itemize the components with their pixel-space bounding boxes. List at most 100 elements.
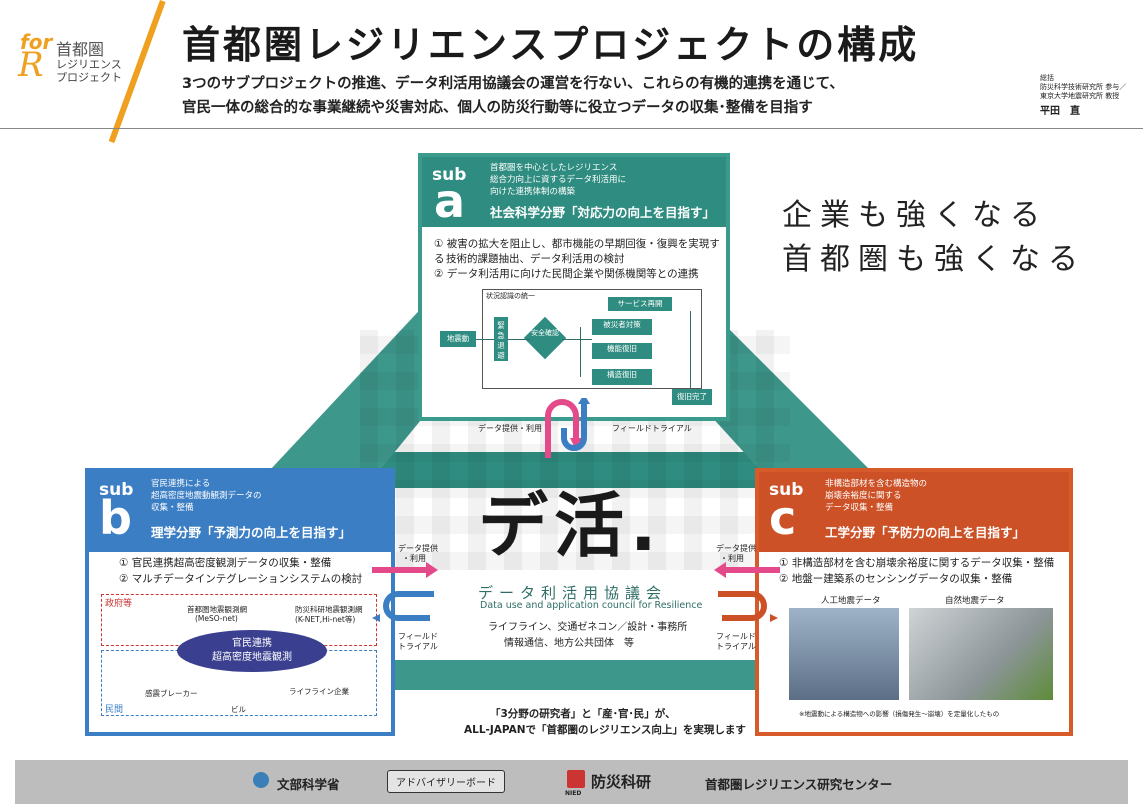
subtitle-line1: 3つのサブプロジェクトの推進、データ利活用協議会の運営を行ない、これらの有機的連… (182, 76, 844, 92)
members-line1: ライフライン、交通ゼネコン／設計・事務所 (488, 622, 688, 633)
sub-a-item1b: 技術的課題抽出、データ利活用の検討 (446, 253, 625, 265)
sub-b-item1: ① 官民連携超高密度観測データの収集・整備 (119, 557, 332, 569)
author-roles: 総括 防災科学技術研究所 参与／ 東京大学地震研究所 教授 (1040, 74, 1126, 101)
author-role3: 東京大学地震研究所 教授 (1040, 92, 1120, 100)
sub-c-field: 工学分野「予防力の向上を目指す」 (825, 525, 1026, 540)
flow-complete: 復旧完了 (672, 389, 712, 405)
sub-c-item2: ② 地盤ー建築系のセンシングデータの収集・整備 (779, 573, 1013, 585)
council-title: データ利活用協議会 (478, 584, 668, 602)
sub-b-item2: ② マルチデータインテグレーションシステムの検討 (119, 573, 363, 585)
footer-advisory[interactable]: アドバイザリーボード (387, 770, 505, 793)
sub-a-letter: a (434, 174, 466, 228)
label-data-provide-b1: データ提供 (398, 544, 438, 553)
header-divider (0, 128, 1143, 129)
logo-r: R (18, 45, 44, 85)
logo-for: for (20, 30, 53, 54)
breaker-label: 感震ブレーカー (145, 689, 198, 698)
label-field-b1: フィールド (398, 632, 438, 641)
center-line2: 超高密度地震観測 (212, 652, 292, 663)
footer-nied-en: NIED (565, 790, 582, 797)
sub-c-panel: sub c 非構造部材を含む構造物の 崩壊余裕度に関する データ収集・整備 工学… (755, 468, 1073, 736)
flow-line (476, 339, 494, 340)
sub-b-letter: b (99, 491, 132, 545)
sub-c-desc1: 非構造部材を含む構造物の (825, 479, 928, 489)
council-title-en: Data use and application council for Res… (480, 600, 703, 611)
knet-label: 防災科研地震観測網 (295, 605, 363, 614)
label-data-provide-c1: データ提供 (716, 544, 756, 553)
slogan-line2: 首都圏も強くなる (782, 242, 1086, 277)
header: for R 首都圏 レジリエンス プロジェクト 首都圏レジリエンスプロジェクトの… (0, 0, 1143, 144)
sub-a-item1a: ① 被害の拡大を阻止し、都市機能の早期回復・復興を実現する (434, 238, 720, 265)
center-ellipse (177, 630, 327, 672)
author-role1: 総括 (1040, 74, 1054, 82)
sub-c-item1: ① 非構造部材を含む崩壊余裕度に関するデータ収集・整備 (779, 557, 1055, 569)
members-line2: 情報通信、地方公共団体 等 (504, 638, 634, 649)
sub-b-sub: sub (99, 480, 134, 500)
sub-c-letter: c (769, 491, 797, 545)
artificial-image (789, 608, 899, 700)
flow-unify: 状況認識の統一 (486, 292, 535, 300)
mext-icon (253, 772, 269, 788)
author-name: 平田 直 (1040, 106, 1080, 117)
sub-b-desc2: 超高密度地震動観測データの (151, 491, 262, 501)
flow-line (508, 339, 530, 340)
bottom-line1: 「3分野の研究者」と「産･官･民」が、 (490, 708, 676, 720)
flow-quake: 地震動 (440, 331, 476, 347)
natural-image (909, 608, 1053, 700)
logo-line3: プロジェクト (56, 71, 122, 84)
flow-service: サービス再開 (608, 297, 672, 311)
knet-label2: (K-NET,Hi-net等) (295, 615, 356, 624)
sub-b-panel: sub b 官民連携による 超高密度地震動観測データの 収集・整備 理学分野「予… (85, 468, 395, 736)
label-field-trial-a: フィールドトライアル (612, 424, 692, 433)
sub-a-desc3: 向けた連携体制の構築 (490, 187, 576, 197)
author-role2: 防災科学技術研究所 参与／ (1040, 83, 1127, 91)
sub-c-desc3: データ収集・整備 (825, 503, 894, 513)
meso-label: 首都圏地震観測網 (187, 605, 247, 614)
building-label: ビル (231, 705, 246, 714)
sub-a-header: sub a 首都圏を中心としたレジリエンス 総合力向上に資するデータ利活用に 向… (422, 157, 726, 227)
label-data-provide-b2: ・利用 (402, 554, 426, 563)
page-title: 首都圏レジリエンスプロジェクトの構成 (182, 23, 920, 67)
flow-line (562, 339, 592, 340)
sub-c-note: ※地震動による構造物への影響（損傷発生～崩壊）を定量化したもの (799, 710, 1000, 718)
flow-emergency: 緊急退避 (494, 317, 508, 361)
a-center-arrows (545, 398, 590, 458)
logo-line2: レジリエンス (56, 58, 122, 71)
footer-mext: 文部科学省 (277, 777, 340, 792)
sub-c-sub: sub (769, 480, 804, 500)
sub-b-desc1: 官民連携による (151, 479, 211, 489)
flow-safety: 安全確認 (531, 329, 559, 337)
nied-icon (567, 770, 585, 788)
sub-a-field: 社会科学分野「対応力の向上を目指す」 (490, 205, 716, 220)
b-center-arrows (372, 562, 438, 622)
label-field-b2: トライアル (398, 642, 438, 651)
govt-label: 政府等 (105, 599, 133, 609)
footer: 文部科学省 アドバイザリーボード NIED 防災科研 首都圏レジリエンス研究セン… (15, 760, 1128, 804)
sub-b-header: sub b 官民連携による 超高密度地震動観測データの 収集・整備 理学分野「予… (89, 472, 391, 552)
label-field-c2: トライアル (716, 642, 756, 651)
label-field-c1: フィールド (716, 632, 756, 641)
c-center-arrows (714, 562, 780, 622)
sub-c-desc2: 崩壊余裕度に関する (825, 491, 902, 501)
sub-a-item2: ② データ利活用に向けた民間企業や関係機関等との連携 (434, 268, 699, 280)
sub-a-desc1: 首都圏を中心としたレジリエンス (490, 163, 618, 173)
bottom-line2: ALL-JAPANで「首都圏のレジリエンス向上」を実現します (464, 724, 746, 736)
meso-label2: (MeSO-net) (195, 614, 238, 623)
private-label: 民間 (105, 705, 124, 715)
logo-line1: 首都圏 (56, 40, 105, 59)
label-data-provide-a: データ提供・利用 (478, 424, 542, 433)
footer-nied: 防災科研 (591, 773, 652, 791)
dekatsu-logo: デ活. (478, 485, 663, 567)
footer-center: 首都圏レジリエンス研究センター (705, 777, 893, 792)
flow-line (580, 327, 581, 377)
natural-label: 自然地震データ (945, 596, 1005, 606)
sub-b-field: 理学分野「予測力の向上を目指す」 (151, 525, 352, 540)
slogan-line1: 企業も強くなる (782, 198, 1048, 233)
flow-victim: 被災者対策 (592, 319, 652, 335)
sub-a-panel: sub a 首都圏を中心としたレジリエンス 総合力向上に資するデータ利活用に 向… (418, 153, 730, 421)
label-data-provide-c2: ・利用 (720, 554, 744, 563)
flow-structure: 構造復旧 (592, 369, 652, 385)
subtitle-line2: 官民一体の総合的な事業継続や災害対応、個人の防災行動等に役立つデータの収集･整備… (182, 100, 813, 116)
sub-a-desc2: 総合力向上に資するデータ利活用に (490, 175, 627, 185)
sub-c-header: sub c 非構造部材を含む構造物の 崩壊余裕度に関する データ収集・整備 工学… (759, 472, 1069, 552)
